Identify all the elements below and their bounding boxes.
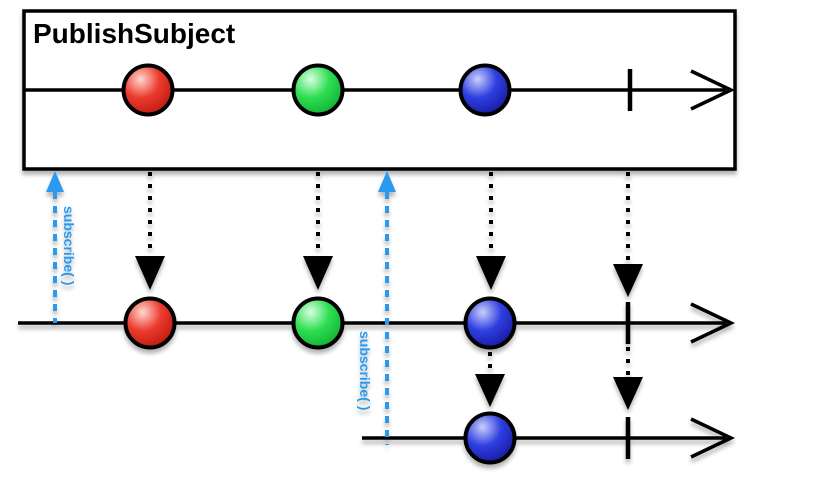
subscriber1-timeline-arrowhead-icon (690, 302, 736, 344)
emission-arrow-complete-head-icon (613, 264, 643, 297)
publish-subject-title: PublishSubject (33, 18, 235, 49)
subscriber1-marble-red (123, 296, 177, 350)
subscribe1-label: subscribe( ) (61, 206, 77, 285)
source-marble-blue (458, 63, 512, 117)
emission-arrows-to-subscriber1 (135, 172, 643, 297)
subscribe-arrow-2: subscribe( ) (357, 171, 396, 445)
subscriber1-marble-green (291, 296, 345, 350)
emission-arrows-to-subscriber2 (475, 347, 643, 410)
subscriber1-marble-blue (463, 296, 517, 350)
emission-arrow2-complete-head-icon (613, 377, 643, 410)
source-timeline-arrowhead-icon (690, 69, 736, 111)
subscriber1-group (18, 296, 736, 350)
subscribe1-arrowhead-icon (46, 171, 64, 192)
emission-arrow2-blue-head-icon (475, 374, 505, 407)
source-observable-group: PublishSubject (22, 9, 737, 171)
subscribe2-label: subscribe( ) (357, 331, 373, 410)
subscriber2-marble-blue (463, 411, 517, 465)
subscribe2-arrowhead-icon (378, 171, 396, 192)
subscriber2-timeline-arrowhead-icon (690, 417, 736, 459)
source-marble-red (121, 63, 175, 117)
source-marble-green (291, 63, 345, 117)
subscriber2-group (362, 411, 736, 465)
subscribe-arrow-1: subscribe( ) (46, 171, 77, 323)
emission-arrow-blue-head-icon (476, 256, 506, 290)
emission-arrow-red-head-icon (135, 256, 165, 290)
emission-arrow-green-head-icon (303, 256, 333, 290)
